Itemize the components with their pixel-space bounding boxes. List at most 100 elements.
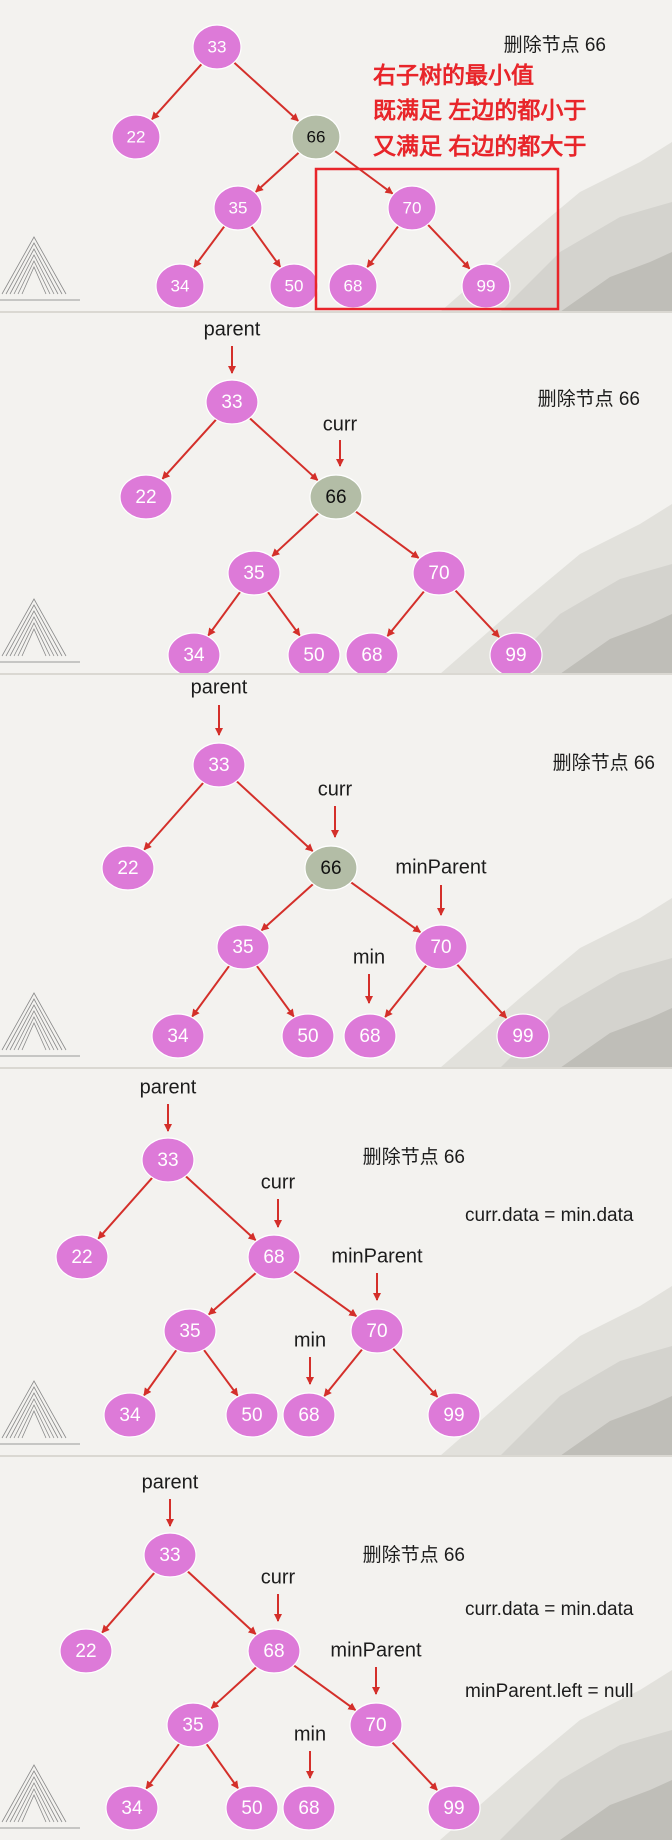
node-circle <box>269 263 319 309</box>
tree-node: 68 <box>282 1392 336 1438</box>
tree-node: 68 <box>328 263 378 309</box>
tree-edge <box>391 1741 438 1791</box>
node-value: 35 <box>179 1321 200 1342</box>
tree-node: 68 <box>247 1628 301 1674</box>
node-circle <box>349 1702 403 1748</box>
tree-edge <box>205 1743 239 1790</box>
node-circle <box>163 1308 217 1354</box>
tree-edge <box>366 225 400 268</box>
tree-node: 33 <box>192 24 242 70</box>
node-value: 66 <box>307 127 326 146</box>
node-circle <box>192 24 242 70</box>
node-value: 35 <box>243 563 264 584</box>
node-value: 34 <box>121 1798 143 1819</box>
tree-edge <box>186 1570 257 1635</box>
code-line: curr.data = min.data <box>465 1599 634 1620</box>
node-value: 50 <box>285 276 304 295</box>
tree-edge <box>233 61 299 122</box>
annotation-text: 又满足 右边的都大于 <box>373 133 586 159</box>
tree-node: 70 <box>412 550 466 596</box>
node-circle <box>59 1628 113 1674</box>
node-value: 68 <box>298 1798 319 1819</box>
tree-node: 99 <box>489 632 543 674</box>
tree-node: 99 <box>496 1013 550 1059</box>
node-circle <box>225 1392 279 1438</box>
node-value: 66 <box>325 487 346 508</box>
node-value: 70 <box>366 1321 387 1342</box>
highlight-box <box>314 167 560 311</box>
pointer-label: min <box>353 946 385 968</box>
node-circle <box>119 474 173 520</box>
tree-node: 99 <box>427 1785 481 1831</box>
tree-edge <box>271 512 320 557</box>
node-value: 68 <box>263 1641 284 1662</box>
node-circle <box>225 1785 279 1831</box>
node-value: 22 <box>117 858 138 879</box>
tree-node: 35 <box>227 550 281 596</box>
node-value: 99 <box>443 1405 464 1426</box>
tree-node: 35 <box>166 1702 220 1748</box>
node-circle <box>192 742 246 788</box>
node-circle <box>143 1532 197 1578</box>
node-circle <box>213 185 263 231</box>
node-value: 33 <box>208 755 229 776</box>
tree-edge <box>323 1348 364 1397</box>
tree-node: 70 <box>414 924 468 970</box>
node-circle <box>291 114 341 160</box>
tree-edge <box>384 964 428 1018</box>
node-circle <box>309 474 363 520</box>
tree-node: 70 <box>350 1308 404 1354</box>
node-value: 34 <box>167 1026 189 1047</box>
tree-edge <box>293 1664 357 1711</box>
tree-edge <box>235 780 314 852</box>
tree-node: 33 <box>141 1137 195 1183</box>
tree-edge <box>255 965 295 1018</box>
node-circle <box>227 550 281 596</box>
pointer-label: curr <box>323 413 358 435</box>
node-circle <box>101 845 155 891</box>
panel-divider <box>0 673 672 675</box>
tree-node: 68 <box>345 632 399 674</box>
node-value: 22 <box>135 487 156 508</box>
node-value: 34 <box>171 276 190 295</box>
tree-node: 34 <box>105 1785 159 1831</box>
node-value: 50 <box>303 645 324 666</box>
node-value: 68 <box>361 645 382 666</box>
tree-edge <box>255 151 300 193</box>
tree-node: 68 <box>282 1785 336 1831</box>
node-value: 70 <box>428 563 449 584</box>
node-value: 35 <box>229 198 248 217</box>
node-circle <box>216 924 270 970</box>
tree-node: 50 <box>225 1392 279 1438</box>
pointer-label: minParent <box>330 1639 422 1661</box>
node-value: 35 <box>182 1715 203 1736</box>
pointer-label: min <box>294 1723 326 1745</box>
tree-edge <box>184 1175 257 1241</box>
node-value: 33 <box>159 1545 180 1566</box>
node-circle <box>345 632 399 674</box>
node-value: 99 <box>512 1026 533 1047</box>
node-value: 68 <box>344 276 363 295</box>
node-value: 99 <box>443 1798 464 1819</box>
pointer-label: parent <box>142 1471 199 1493</box>
tree-node: 22 <box>59 1628 113 1674</box>
tree-node: 50 <box>281 1013 335 1059</box>
node-circle <box>496 1013 550 1059</box>
node-circle <box>141 1137 195 1183</box>
tree-edge <box>293 1270 358 1317</box>
tree-edge <box>191 965 231 1018</box>
tree-edge <box>143 1349 178 1397</box>
tree-node: 33 <box>205 379 259 425</box>
node-value: 33 <box>221 392 242 413</box>
tree-edge <box>250 225 282 268</box>
pointer-label: minParent <box>331 1245 423 1267</box>
node-circle <box>103 1392 157 1438</box>
pointer-label: parent <box>191 676 248 698</box>
node-circle <box>343 1013 397 1059</box>
pointer-label: curr <box>261 1171 296 1193</box>
